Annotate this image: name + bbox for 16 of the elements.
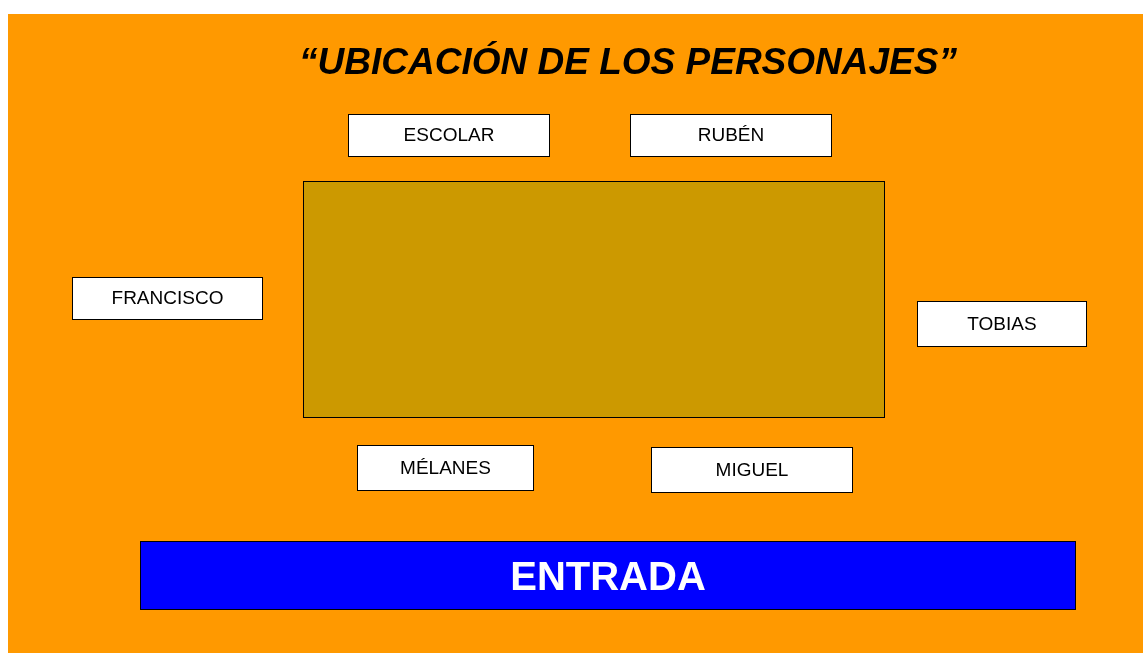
node-label: FRANCISCO [111, 286, 224, 311]
name-box [72, 277, 263, 320]
name-box [630, 114, 832, 157]
node-label: ESCOLAR [403, 123, 495, 148]
node-label: TOBIAS [967, 311, 1037, 336]
node-label: RUBÉN [697, 123, 765, 148]
name-box [917, 301, 1087, 347]
name-box [651, 447, 853, 493]
node-label: MIGUEL [715, 457, 789, 482]
table-rectangle [303, 181, 885, 418]
node-label: ENTRADA [510, 552, 706, 600]
name-box [357, 445, 534, 491]
name-box [348, 114, 550, 157]
title: “UBICACIÓN DE LOS PERSONAJES” [298, 40, 958, 84]
node-label: MÉLANES [400, 455, 491, 480]
entrance-bar [140, 541, 1076, 610]
